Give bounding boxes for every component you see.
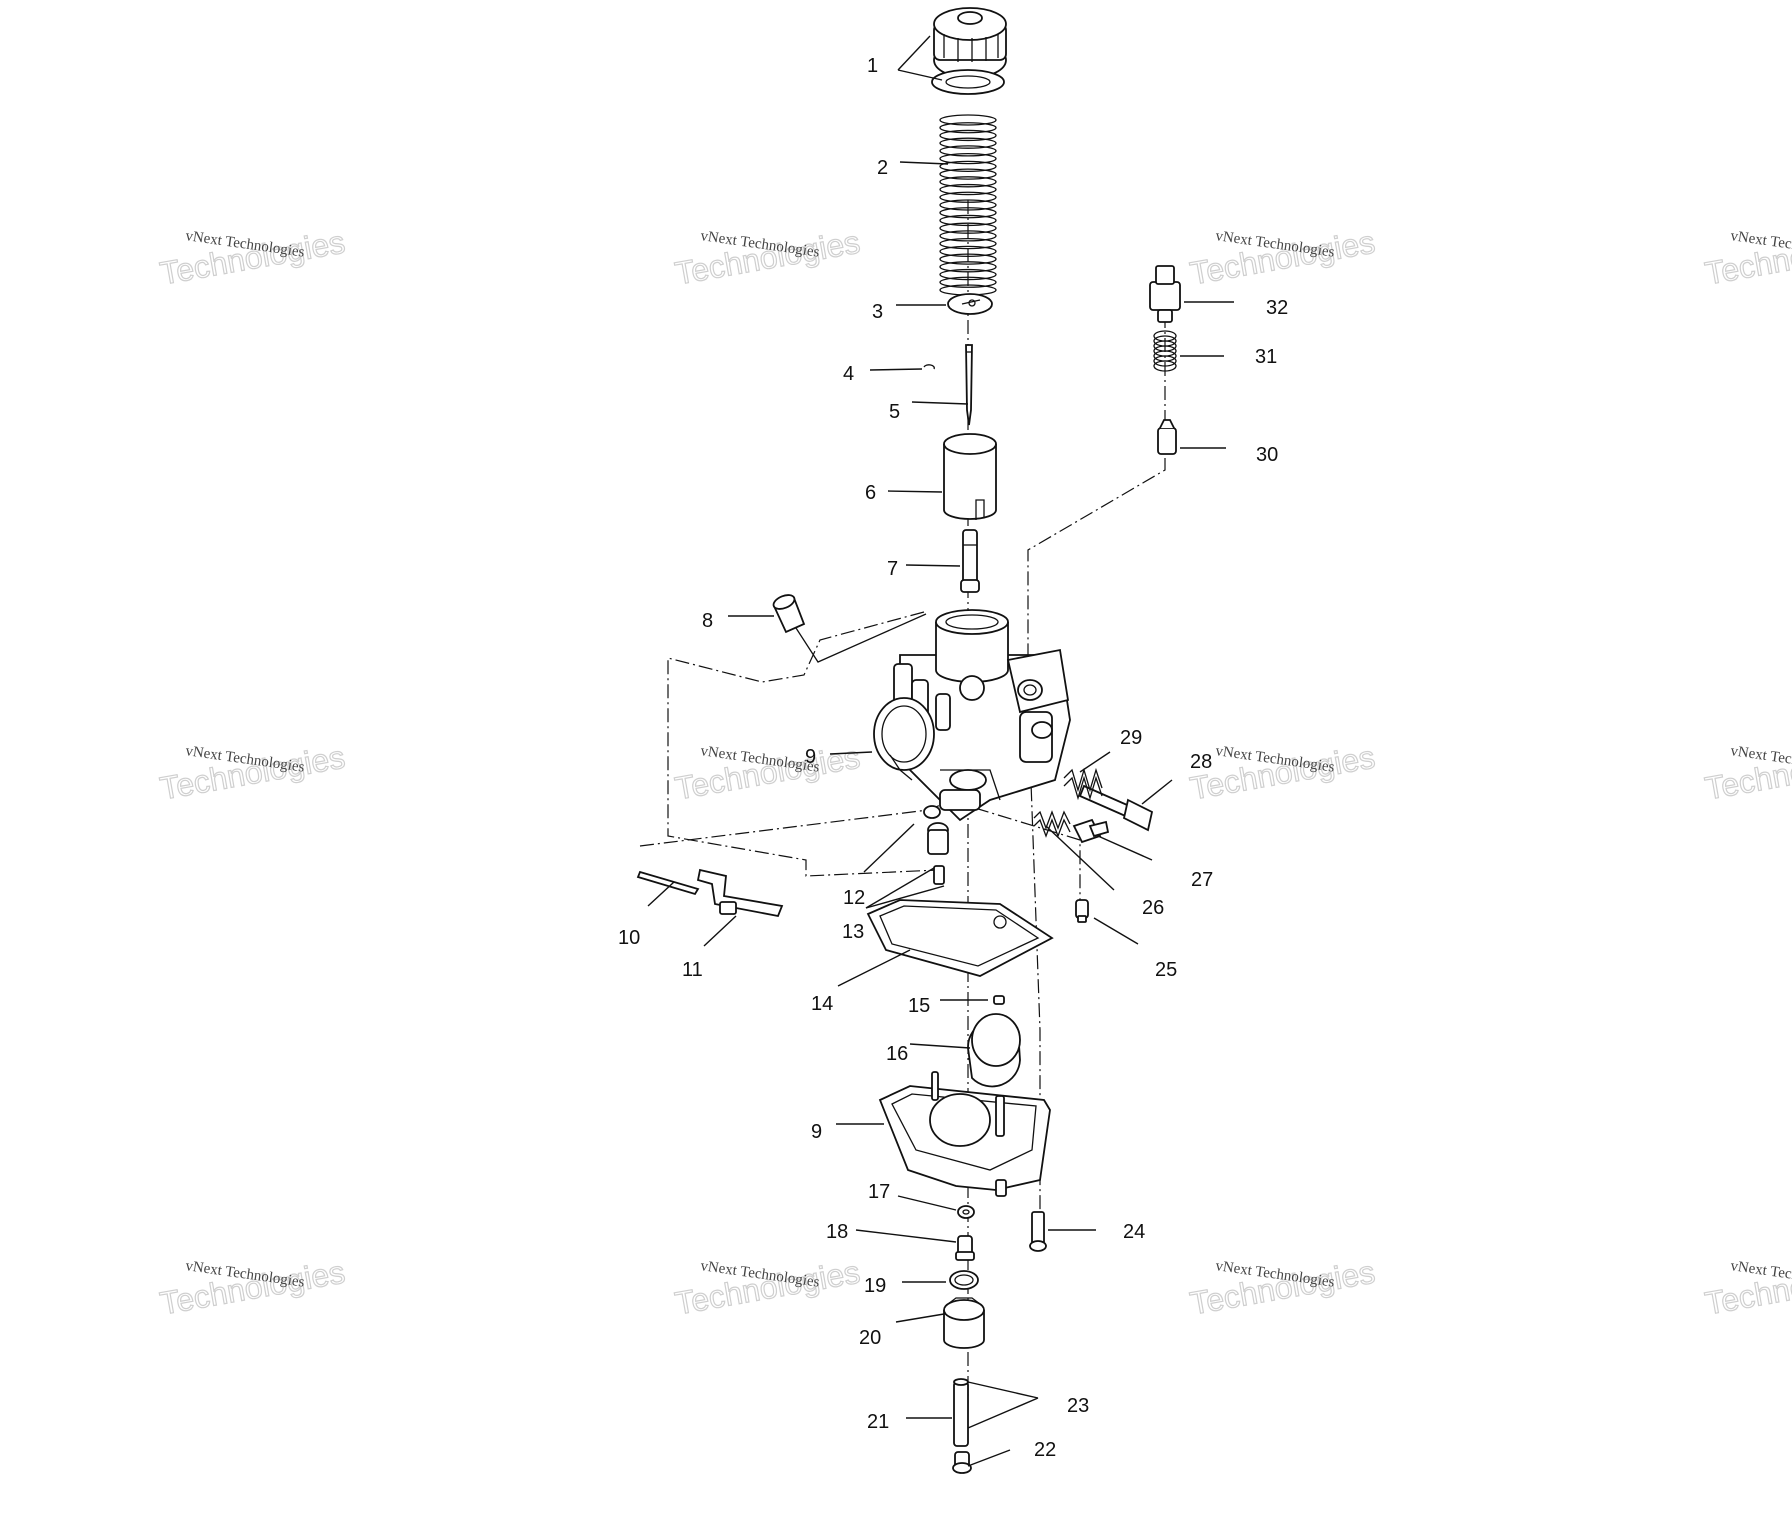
spring-coil [939,268,997,281]
spring-coil [939,152,997,165]
spring-coil [939,261,997,273]
part-spring [939,114,997,296]
part-throttle-stop-screw [1078,784,1154,832]
part-starter-nut [1149,265,1181,323]
part-overflow-tube [953,1378,969,1447]
part-bracket-11 [696,868,784,918]
part-idle-spring [1033,810,1071,838]
part-o-ring [949,1270,979,1290]
callout-5: 5 [889,401,900,423]
callout-29: 29 [1120,727,1142,749]
callout-1: 1 [867,55,878,77]
spring-coil [939,137,997,149]
spring-coil [939,276,997,288]
spring-coil [939,122,997,134]
callout-2: 2 [877,157,888,179]
spring-coil [939,129,997,142]
spring-coil [939,207,997,219]
callout-7: 7 [887,558,898,580]
callout-14: 14 [811,993,833,1015]
callout-11: 11 [682,959,703,981]
callout-21: 21 [867,1411,889,1433]
part-drain-screw [952,1451,972,1474]
part-float-bowl [878,1071,1051,1197]
spring-coil [939,222,997,234]
callout-16: 16 [886,1043,908,1065]
part-needle-retainer [947,293,993,315]
spring-coil [939,253,997,265]
part-float-bowl-gasket [866,899,1054,977]
callout-12: 12 [843,887,865,909]
callout-30: 30 [1256,444,1278,466]
callout-labels: 1 2 3 4 5 6 7 8 9 9 10 11 12 13 14 15 16… [618,55,1288,1461]
part-jet-needle [965,344,973,426]
spring-coil [1153,360,1177,372]
callout-4: 4 [843,363,854,385]
spring-coil [939,214,997,227]
callout-10: 10 [618,927,640,949]
spring-coil [939,245,997,258]
spring-coil [939,191,997,203]
part-bracket-10 [636,870,700,896]
callout-9-upper: 9 [805,746,816,768]
part-bowl-screw [1029,1211,1047,1252]
callout-17: 17 [868,1181,890,1203]
callout-24: 24 [1123,1221,1145,1243]
callout-28: 28 [1190,751,1212,773]
spring-coil [939,183,997,196]
part-main-jet [955,1235,975,1261]
part-screw-25 [1075,899,1089,923]
callout-23: 23 [1067,1395,1089,1417]
leader-lines [647,35,1234,1467]
part-e-clip [923,364,935,370]
callout-19: 19 [864,1275,886,1297]
part-washer [957,1205,975,1219]
callout-20: 20 [859,1327,881,1349]
callout-3: 3 [872,301,883,323]
spring-coil [939,114,997,126]
part-carburetor-body [873,609,1071,822]
callout-18: 18 [826,1221,848,1243]
part-cap [933,7,1007,79]
part-cap-gasket [931,69,1005,95]
part-throttle-slide [943,433,997,520]
part-pilot-jet [923,805,949,885]
callout-31: 31 [1255,346,1277,368]
spring-coil [939,199,997,211]
callout-6: 6 [865,482,876,504]
callout-9-lower: 9 [811,1121,822,1143]
callout-8: 8 [702,610,713,632]
part-starter-cap [772,594,927,663]
callout-13: 13 [842,921,864,943]
part-needle-jet [960,529,980,593]
callout-25: 25 [1155,959,1177,981]
part-pilot-air-screw [1072,818,1110,844]
callout-22: 22 [1034,1439,1056,1461]
part-drain-plug [943,1297,985,1349]
callout-26: 26 [1142,897,1164,919]
spring-coil [939,160,997,173]
spring-coil [939,230,997,242]
callout-32: 32 [1266,297,1288,319]
spring-coil [939,176,997,188]
part-plunger-spring [1153,330,1177,372]
part-float [967,1013,1021,1088]
spring-coil [939,168,997,180]
part-starter-plunger [1157,419,1177,455]
callout-15: 15 [908,995,930,1017]
spring-coil [1153,355,1177,367]
spring-coil [939,237,997,250]
assembly-axis-lines [639,200,1166,1410]
callout-27: 27 [1191,869,1213,891]
spring-coil [939,145,997,157]
part-float-pin [993,995,1005,1005]
